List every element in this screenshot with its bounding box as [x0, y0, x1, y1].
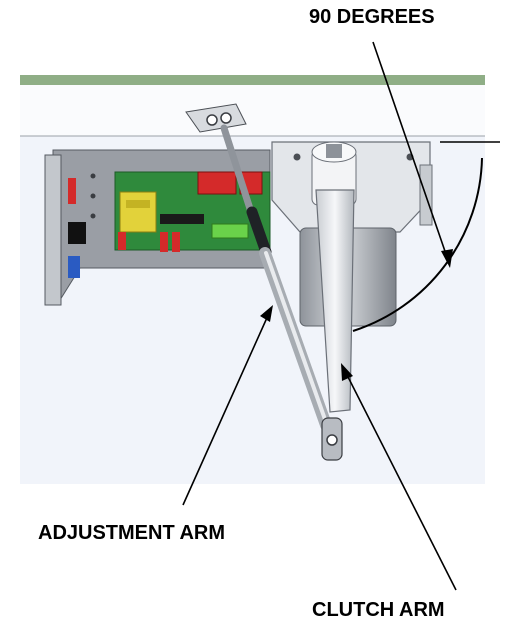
mount-screw: [90, 213, 96, 219]
side-bracket: [44, 154, 62, 306]
adjustment-arm: [185, 103, 343, 461]
blue-connector: [68, 256, 80, 278]
angle-arc: [352, 157, 483, 332]
red-wire-terminal: [160, 232, 168, 252]
dark-connector: [160, 214, 204, 224]
mount-screw: [206, 114, 218, 126]
adjustment-arm-arrowhead: [260, 305, 273, 322]
mount-screw: [220, 112, 232, 124]
lower-tube-highlight: [264, 251, 329, 427]
relay-block: [197, 171, 237, 195]
mount-screw: [90, 193, 96, 199]
clutch-arm-leader-line: [343, 368, 457, 591]
transformer-core: [126, 200, 150, 208]
adjustment-arm-leader-line: [182, 310, 271, 506]
red-capacitor: [68, 178, 76, 204]
rod-end-pin: [326, 434, 338, 446]
red-wire-terminal: [118, 232, 126, 250]
angle-label: 90 DEGREES: [309, 6, 435, 28]
adjustment-arm-label: ADJUSTMENT ARM: [38, 522, 226, 544]
terminal-strip: [211, 223, 249, 239]
black-connector: [68, 222, 86, 244]
mount-screw: [90, 173, 96, 179]
angle-arrowhead: [441, 249, 453, 268]
clutch-arm: [315, 189, 355, 413]
header-bar: [20, 75, 485, 85]
transformer: [119, 191, 157, 233]
rubber-sleeve: [246, 206, 272, 258]
red-wire-terminal: [172, 232, 180, 252]
clutch-arm-label: CLUTCH ARM: [312, 599, 445, 621]
top-plate: [20, 85, 485, 136]
angle-leader-line: [372, 41, 449, 261]
control-board-assembly: [44, 149, 271, 306]
hex-socket: [326, 144, 342, 158]
clutch-arm-arrowhead: [341, 363, 353, 381]
bracket-screw: [293, 153, 301, 161]
